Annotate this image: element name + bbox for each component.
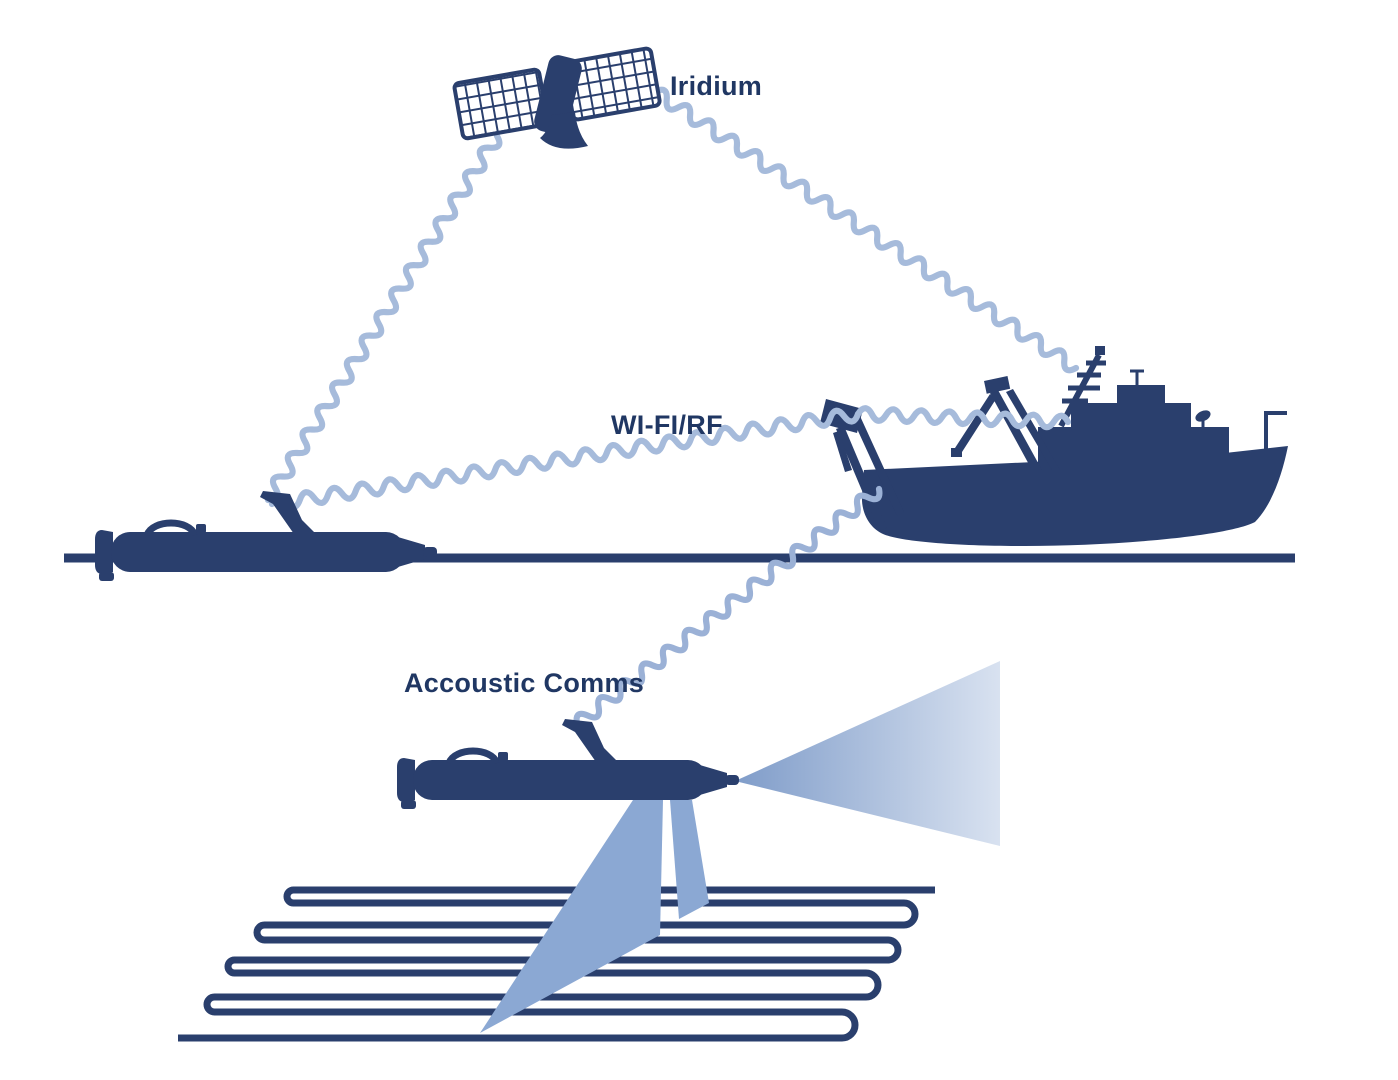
link-wifi-rf-2 (854, 405, 1072, 431)
link-satellite-to-auv (264, 132, 503, 504)
sonar-beam-cone (735, 661, 1000, 846)
link-satellite-to-ship (651, 86, 1080, 374)
lawnmower-survey-pattern (178, 886, 935, 1042)
ship-crane (951, 376, 1060, 470)
link-wifi-rf-1 (268, 407, 862, 511)
link-acoustic (573, 485, 883, 728)
ship-antennas (1130, 369, 1287, 452)
research-vessel-icon (820, 346, 1288, 546)
satellite-thruster-bell (540, 112, 588, 149)
ship-mast (1058, 353, 1106, 428)
underwater-auv-icon (397, 719, 739, 809)
ship-a-frame (820, 399, 904, 531)
surface-auv-icon (95, 491, 437, 581)
label-acoustic-comms: Accoustic Comms (404, 668, 644, 698)
sonar-down-beams (480, 800, 709, 1033)
label-wifi-rf: WI-FI/RF (611, 410, 723, 440)
iridium-satellite-icon (452, 46, 662, 149)
solar-panel-left (452, 67, 550, 141)
label-iridium: Iridium (670, 71, 762, 101)
